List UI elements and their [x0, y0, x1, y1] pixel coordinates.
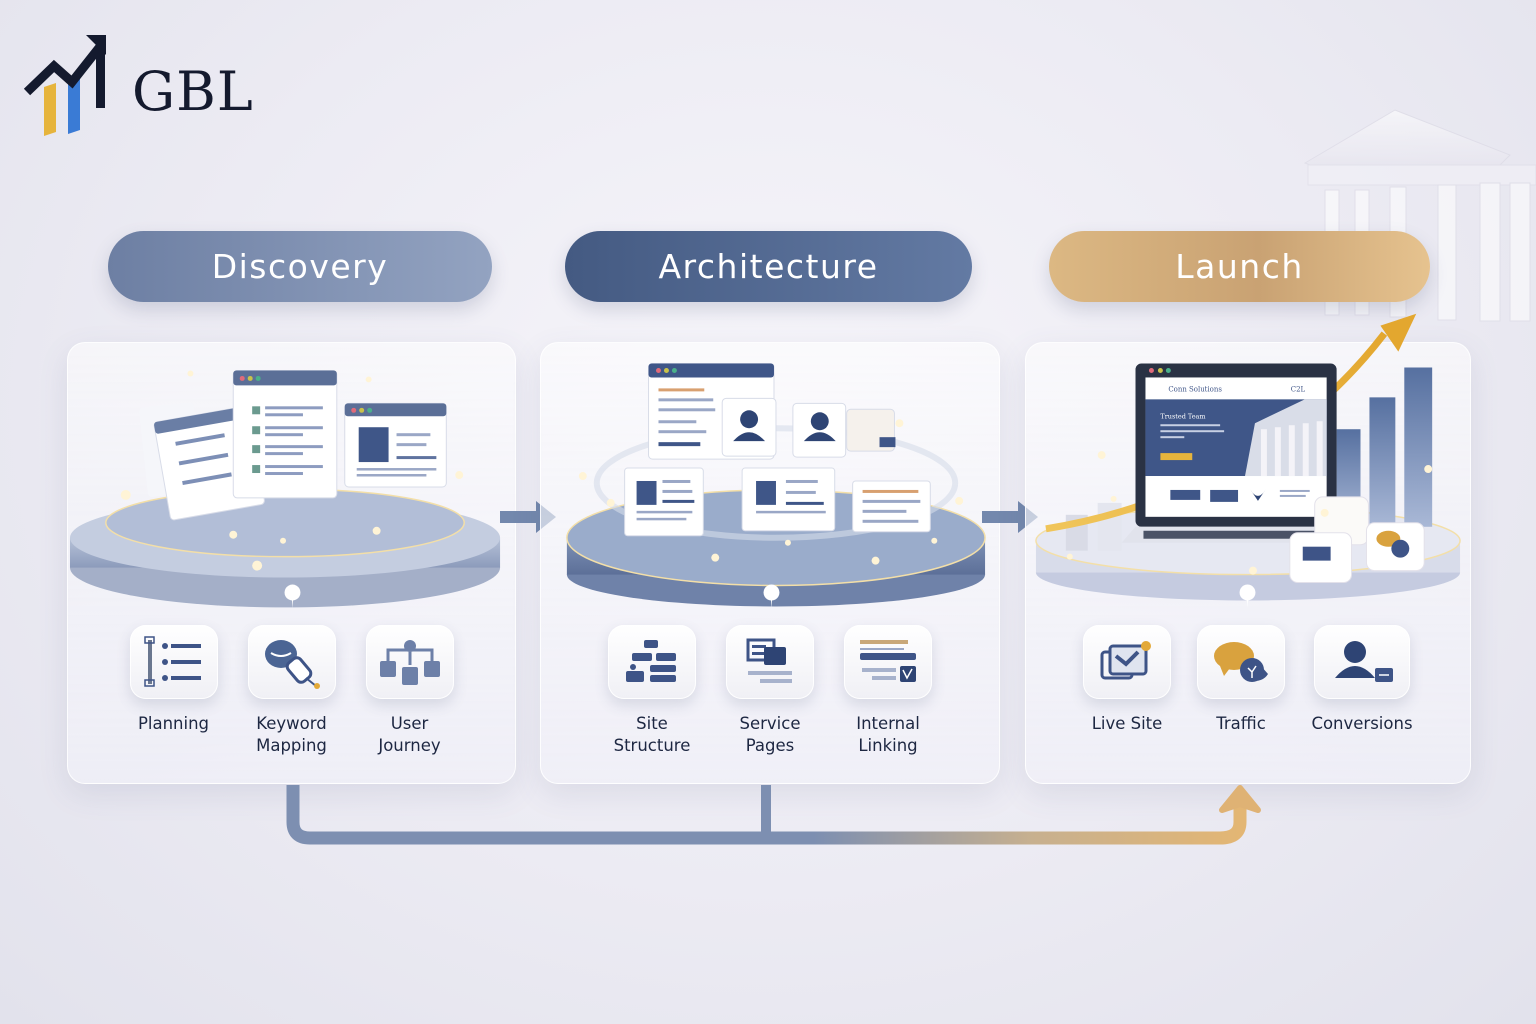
launch-items: Live Site Traffic: [1026, 625, 1470, 735]
pin-icon: [1239, 584, 1256, 609]
stage-title: Launch: [1175, 247, 1304, 286]
item-label: Service Pages: [739, 714, 801, 755]
gbl-logo: GBL: [23, 32, 254, 136]
pages-icon: [726, 625, 814, 699]
item-label: Site Structure: [613, 714, 691, 755]
item-label: User Journey: [378, 714, 441, 755]
connector-branch: [761, 785, 771, 835]
panel-discovery: Planning Keyword Mapping: [67, 342, 516, 784]
item-site-structure[interactable]: Site Structure: [604, 625, 700, 757]
traffic-chat-icon: [1197, 625, 1285, 699]
item-conversions[interactable]: Conversions: [1307, 625, 1417, 735]
link-layout-icon: [844, 625, 932, 699]
arrow-up-icon: [1219, 785, 1261, 813]
growth-chart-logo-icon: [23, 35, 106, 136]
user-conversion-icon: [1314, 625, 1410, 699]
discovery-items: Planning Keyword Mapping: [68, 625, 515, 757]
stage-pill-discovery[interactable]: Discovery: [108, 231, 492, 302]
feedback-loop-connector: [286, 785, 1261, 845]
item-user-journey[interactable]: User Journey: [362, 625, 458, 757]
architecture-illustration: [566, 363, 986, 609]
item-label: Live Site: [1091, 714, 1163, 733]
launch-illustration: Conn Solutions C2L Trusted Team: [1035, 313, 1461, 609]
stage-title: Discovery: [211, 247, 389, 286]
brand-name: GBL: [132, 60, 254, 123]
stage-pill-architecture[interactable]: Architecture: [565, 231, 972, 302]
discovery-illustration: [69, 369, 501, 609]
item-traffic[interactable]: Traffic: [1193, 625, 1289, 735]
item-internal-linking[interactable]: Internal Linking: [840, 625, 936, 757]
item-label: Traffic: [1216, 714, 1266, 733]
item-label: Internal Linking: [856, 714, 920, 755]
item-live-site[interactable]: Live Site: [1079, 625, 1175, 735]
panel-architecture: Site Structure Service Pages: [540, 342, 1000, 784]
arrow-right-icon: [982, 501, 1038, 533]
pin-icon: [763, 584, 780, 609]
item-label: Conversions: [1311, 714, 1413, 733]
item-service-pages[interactable]: Service Pages: [722, 625, 818, 757]
checklist-icon: [129, 625, 218, 699]
item-keyword-mapping[interactable]: Keyword Mapping: [244, 625, 340, 757]
keyword-tag-icon: [247, 625, 336, 699]
pin-icon: [284, 584, 301, 609]
svg-text:Conn Solutions: Conn Solutions: [1168, 385, 1222, 393]
item-planning[interactable]: Planning: [126, 625, 222, 757]
stage-pill-launch[interactable]: Launch: [1049, 231, 1430, 302]
panel-launch: Conn Solutions C2L Trusted Team: [1025, 313, 1471, 784]
live-site-monitor-icon: [1083, 625, 1171, 699]
svg-text:Trusted Team: Trusted Team: [1160, 412, 1205, 420]
item-label: Planning: [137, 714, 210, 733]
item-label: Keyword Mapping: [256, 714, 327, 755]
architecture-items: Site Structure Service Pages: [541, 625, 999, 757]
svg-text:C2L: C2L: [1291, 385, 1306, 393]
flow-hierarchy-icon: [365, 625, 454, 699]
stage-title: Architecture: [658, 247, 879, 286]
sitemap-icon: [608, 625, 696, 699]
